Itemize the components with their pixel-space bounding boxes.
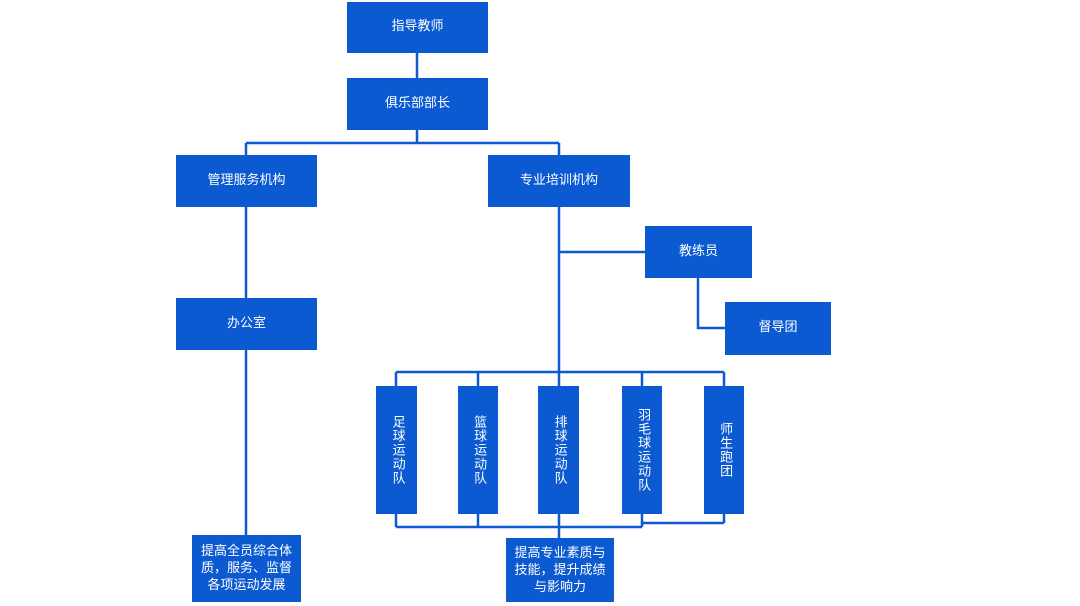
- node-volleyball-team: 排球运动队: [538, 386, 579, 514]
- node-advisor-label: 指导教师: [391, 19, 444, 35]
- node-professional-training: 专业培训机构: [488, 155, 630, 207]
- node-management-service: 管理服务机构: [176, 155, 317, 207]
- node-badminton-team: 羽毛球运动队: [622, 386, 662, 514]
- node-coaches-label: 教练员: [678, 243, 718, 259]
- node-running-group: 师生跑团: [704, 386, 744, 514]
- node-basketball-team-label: 篮球运动队: [471, 415, 487, 485]
- node-running-group-label: 师生跑团: [717, 422, 733, 478]
- node-advisor: 指导教师: [347, 2, 488, 53]
- node-football-team-label: 足球运动队: [389, 415, 405, 485]
- node-supervision-group: 督导团: [725, 302, 831, 355]
- node-training-goal-label: 提高专业素质与技能，提升成绩与影响力: [514, 545, 606, 595]
- node-professional-training-label: 专业培训机构: [519, 172, 598, 188]
- node-basketball-team: 篮球运动队: [458, 386, 498, 514]
- node-office: 办公室: [176, 298, 317, 350]
- node-office-label: 办公室: [226, 315, 266, 331]
- node-football-team: 足球运动队: [376, 386, 417, 514]
- node-club-minister: 俱乐部部长: [347, 78, 488, 130]
- node-volleyball-team-label: 排球运动队: [551, 415, 567, 485]
- node-club-minister-label: 俱乐部部长: [384, 95, 450, 111]
- node-management-service-label: 管理服务机构: [207, 172, 286, 188]
- node-coaches: 教练员: [645, 226, 752, 278]
- node-office-goal-label: 提高全员综合体质，服务、监督各项运动发展: [200, 544, 292, 593]
- node-office-goal: 提高全员综合体质，服务、监督各项运动发展: [192, 535, 301, 602]
- node-badminton-team-label: 羽毛球运动队: [635, 408, 651, 492]
- node-training-goal: 提高专业素质与技能，提升成绩与影响力: [506, 538, 614, 602]
- connector-coaches-supervision: [696, 278, 725, 330]
- node-supervision-group-label: 督导团: [758, 320, 798, 336]
